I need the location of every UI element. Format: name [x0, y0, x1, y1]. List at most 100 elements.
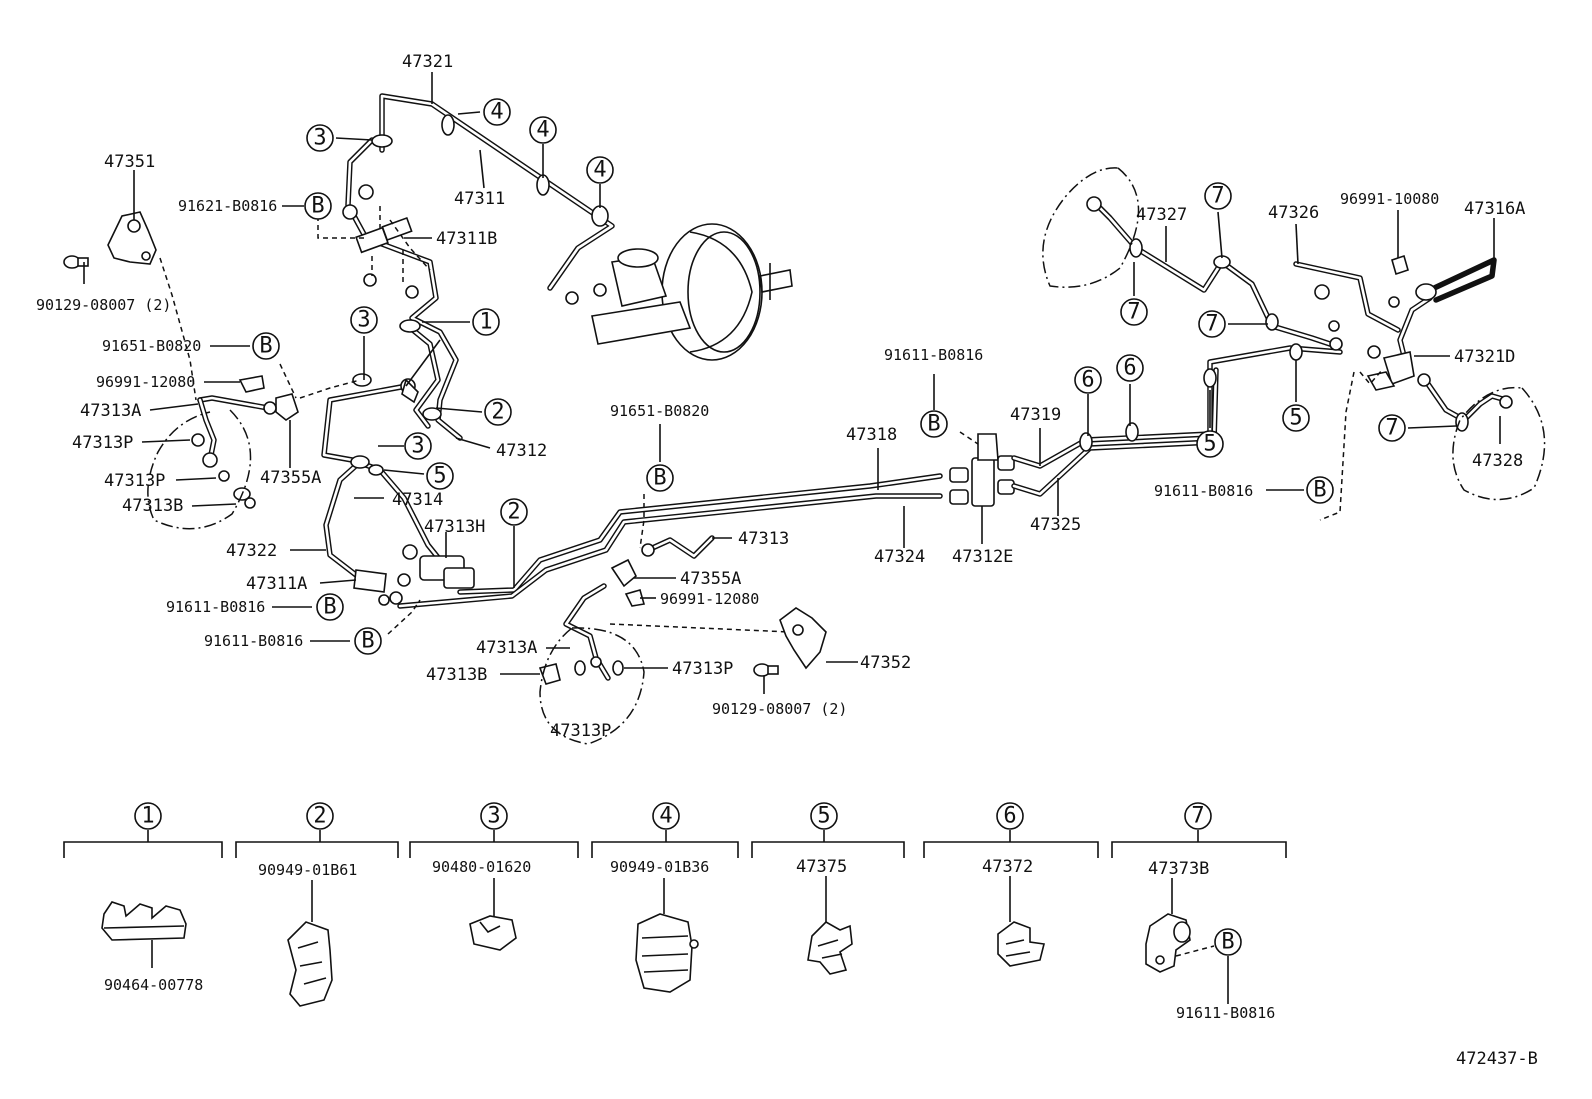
label-47313: 47313 — [738, 529, 789, 549]
label-47313P-mid-1: 47313P — [672, 659, 733, 679]
legend-number-2: 2 — [313, 804, 326, 829]
callout-B: B — [927, 412, 940, 437]
label-47318: 47318 — [846, 425, 897, 445]
label-91611-B0816-b: 91611-B0816 — [204, 632, 303, 650]
label-47321D: 47321D — [1454, 347, 1515, 367]
label-47312E: 47312E — [952, 547, 1013, 567]
pipe-47311 — [345, 137, 463, 441]
callout-7: 7 — [1127, 300, 1140, 325]
legend-number-6: 6 — [1003, 804, 1016, 829]
figure-id: 472437-B — [1456, 1049, 1538, 1069]
brake-booster — [661, 223, 793, 361]
label-47322: 47322 — [226, 541, 277, 561]
clamp-90949-01B36 — [635, 878, 699, 993]
label-96991-12080-mid: 96991-12080 — [660, 590, 759, 608]
legend-callout-B: B — [1221, 930, 1234, 955]
legend-number-1: 1 — [141, 804, 154, 829]
label-47319: 47319 — [1010, 405, 1061, 425]
clip-47355A-left — [238, 375, 299, 468]
label-91611-B0816-a: 91611-B0816 — [166, 598, 265, 616]
pipe-47318 — [457, 473, 943, 595]
label-47314: 47314 — [392, 490, 443, 510]
hose-47316A — [1397, 257, 1497, 359]
legend-part-47375: 47375 — [796, 857, 847, 877]
callout-5: 5 — [1289, 406, 1302, 431]
legend-part-90949-01B61: 90949-01B61 — [258, 861, 357, 879]
pipe-47313-mid — [645, 535, 715, 559]
callout-B: B — [1313, 478, 1326, 503]
pipe-47326 — [1293, 261, 1401, 333]
junction-47313H — [402, 532, 475, 589]
pipe-47321 — [379, 93, 615, 291]
clip-47372 — [997, 876, 1045, 967]
callout-7: 7 — [1211, 184, 1224, 209]
label-47311A: 47311A — [246, 574, 307, 594]
callout-4: 4 — [536, 118, 549, 143]
legend-part-47372: 47372 — [982, 857, 1033, 877]
callouts: 4 3 4 4 B 1 3 B 2 3 5 2 B B B B 6 6 5 5 … — [252, 98, 1406, 655]
callout-2: 2 — [491, 400, 504, 425]
label-47351: 47351 — [104, 152, 155, 172]
callout-7: 7 — [1385, 416, 1398, 441]
label-91611-B0816-right: 91611-B0816 — [1154, 482, 1253, 500]
pipe-47313A-mid-hose — [563, 583, 611, 681]
label-47327: 47327 — [1136, 205, 1187, 225]
label-91651-B0820-mid: 91651-B0820 — [610, 402, 709, 420]
callout-B: B — [361, 629, 374, 654]
label-47313A-mid: 47313A — [476, 638, 537, 658]
label-47312: 47312 — [496, 441, 547, 461]
label-47316A: 47316A — [1464, 199, 1525, 219]
label-47324: 47324 — [874, 547, 925, 567]
callout-B: B — [311, 194, 324, 219]
pipe-47328 — [1425, 381, 1509, 423]
label-47355A-mid: 47355A — [680, 569, 741, 589]
label-47321: 47321 — [402, 52, 453, 72]
callout-1: 1 — [479, 310, 492, 335]
legend-number-3: 3 — [487, 804, 500, 829]
label-47313P-left-1: 47313P — [72, 433, 133, 453]
legend-part-90480-01620: 90480-01620 — [432, 858, 531, 876]
label-47313B-left: 47313B — [122, 496, 183, 516]
label-47311B: 47311B — [436, 229, 497, 249]
callout-5: 5 — [433, 464, 446, 489]
legend-part-90949-01B36: 90949-01B36 — [610, 858, 709, 876]
junction-47311A — [353, 569, 411, 606]
label-90129-08007-mid: 90129-08007 (2) — [712, 700, 847, 718]
label-47326: 47326 — [1268, 203, 1319, 223]
label-96991-10080: 96991-10080 — [1340, 190, 1439, 208]
pipe-47313A-left-hose — [197, 395, 271, 463]
label-91651-B0820-left: 91651-B0820 — [102, 337, 201, 355]
label-47325: 47325 — [1030, 515, 1081, 535]
legend-part-90464-00778: 90464-00778 — [104, 976, 203, 994]
legend-number-7: 7 — [1191, 804, 1204, 829]
label-47313H: 47313H — [424, 517, 485, 537]
label-47313P-left-2: 47313P — [104, 471, 165, 491]
bracket-47373B — [1145, 878, 1229, 1004]
dashdot-circles-right — [1042, 167, 1546, 501]
callout-3: 3 — [313, 126, 326, 151]
clip-90480-01620 — [469, 878, 517, 951]
junction-47312E — [949, 431, 1015, 544]
callout-3: 3 — [411, 434, 424, 459]
dashed-connectors-top-left — [159, 206, 431, 401]
callout-6: 6 — [1081, 368, 1094, 393]
part-labels: 47321 47311 47311B 47351 90129-08007 (2)… — [36, 52, 1525, 741]
clamp-90464-00778 — [101, 901, 187, 968]
bolt-90129-mid — [753, 663, 779, 694]
label-47328: 47328 — [1472, 451, 1523, 471]
pipe-47312 — [405, 323, 441, 429]
legend-part-47373B: 47373B — [1148, 859, 1209, 879]
callout-3: 3 — [357, 308, 370, 333]
pipe-47325 — [1011, 367, 1219, 497]
label-47352: 47352 — [860, 653, 911, 673]
bracket-47351 — [107, 170, 157, 265]
legend-number-5: 5 — [817, 804, 830, 829]
leader-lines — [141, 72, 1501, 675]
legend: 1 2 3 4 5 6 7 — [63, 802, 1287, 1022]
pipe-47324 — [397, 493, 943, 609]
callout-4: 4 — [593, 158, 606, 183]
label-91621-B0816: 91621-B0816 — [178, 197, 277, 215]
callout-2: 2 — [507, 500, 520, 525]
dashed-connectors-mid — [387, 494, 791, 635]
